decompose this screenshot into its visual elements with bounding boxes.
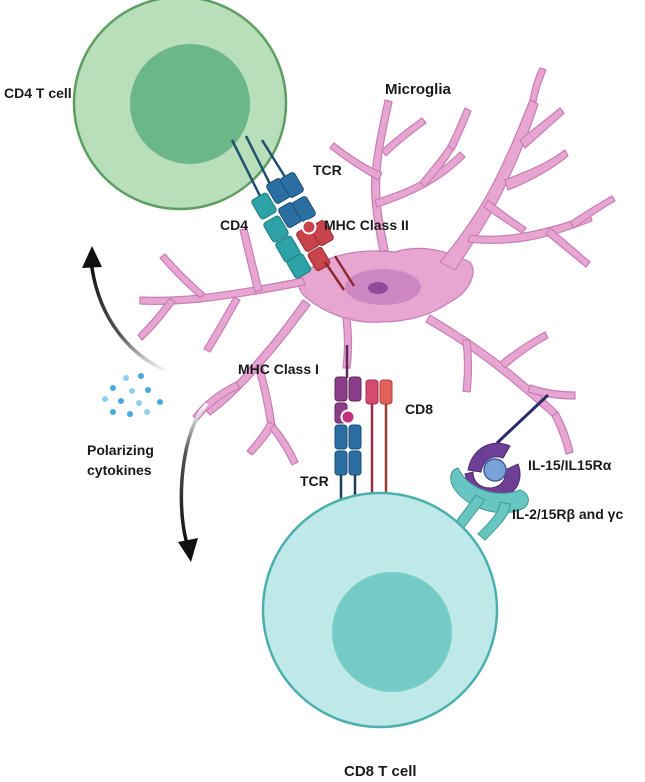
- label-microglia: Microglia: [385, 81, 452, 98]
- label-cd8: CD8: [405, 401, 433, 417]
- microglia-nucleolus: [368, 282, 388, 294]
- label-tcr-bottom: TCR: [300, 473, 329, 489]
- label-cytokines: cytokines: [87, 462, 152, 478]
- label-mhc-class-i: MHC Class I: [238, 361, 319, 377]
- polarizing-cytokine-dots: [102, 373, 163, 417]
- upper-receptor-complex: [230, 135, 356, 291]
- label-il2-receptor: IL-2/15Rβ and γc: [512, 506, 623, 522]
- label-mhc-class-ii: MHC Class II: [324, 217, 409, 233]
- label-cd4-t-cell: CD4 T cell: [4, 85, 72, 101]
- lower-receptor-complex: [334, 345, 393, 522]
- cd4-t-cell: [72, 0, 288, 211]
- il15-receptor-complex: [439, 393, 550, 549]
- label-polarizing: Polarizing: [87, 442, 154, 458]
- arrow-to-cd8: [178, 403, 208, 562]
- arrow-to-cd4: [82, 246, 170, 374]
- label-tcr-top: TCR: [313, 162, 342, 178]
- label-cd8-t-cell: CD8 T cell: [344, 763, 417, 780]
- label-il15: IL-15/IL15Rα: [528, 457, 612, 473]
- cd8-t-cell: [261, 491, 499, 729]
- label-cd4: CD4: [220, 217, 248, 233]
